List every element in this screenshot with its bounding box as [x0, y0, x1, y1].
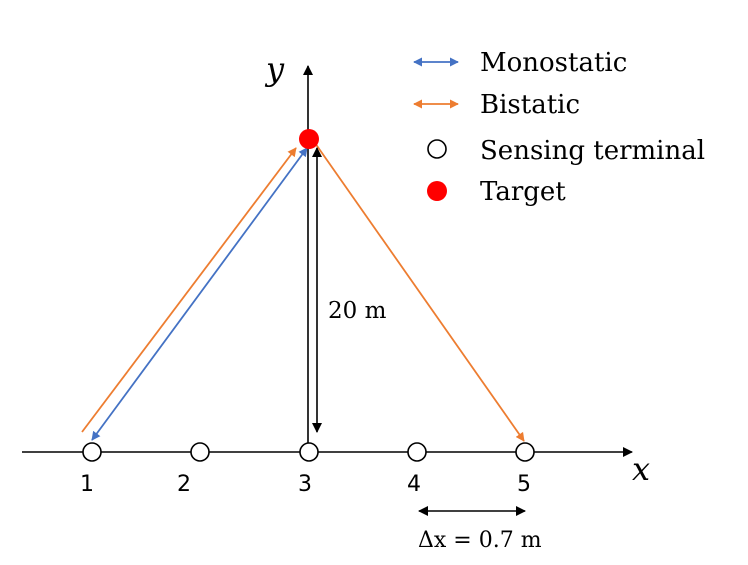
legend-bistatic-label: Bistatic	[480, 90, 580, 120]
terminal-5-marker	[515, 442, 535, 462]
bistatic-incident-arrow	[81, 147, 297, 433]
spacing-label: Δx = 0.7 m	[418, 528, 542, 553]
x-axis-label: x	[632, 450, 650, 488]
legend-sensing-terminal-label: Sensing terminal	[480, 136, 705, 166]
terminal-3-marker	[299, 442, 319, 462]
target-legend-icon	[427, 181, 447, 201]
monostatic-path-arrow	[91, 147, 308, 441]
terminal-4-marker	[407, 442, 427, 462]
bistatic-reflected-arrow	[314, 142, 525, 442]
legend-target-label: Target	[480, 177, 566, 207]
target-marker	[299, 129, 319, 149]
legend-monostatic-label: Monostatic	[480, 48, 627, 78]
y-axis-label: y	[264, 50, 285, 88]
terminal-2-label: 2	[177, 472, 191, 497]
legend: Monostatic Bistatic Sensing terminal Tar…	[413, 48, 705, 207]
terminal-3-label: 3	[298, 472, 312, 497]
terminal-4-label: 4	[407, 472, 421, 497]
terminal-5-label: 5	[517, 472, 531, 497]
terminal-1-marker	[82, 442, 102, 462]
distance-label: 20 m	[328, 298, 387, 324]
sensing-terminal-legend-icon	[427, 139, 447, 159]
terminal-2-marker	[190, 442, 210, 462]
terminal-1-label: 1	[80, 472, 94, 497]
